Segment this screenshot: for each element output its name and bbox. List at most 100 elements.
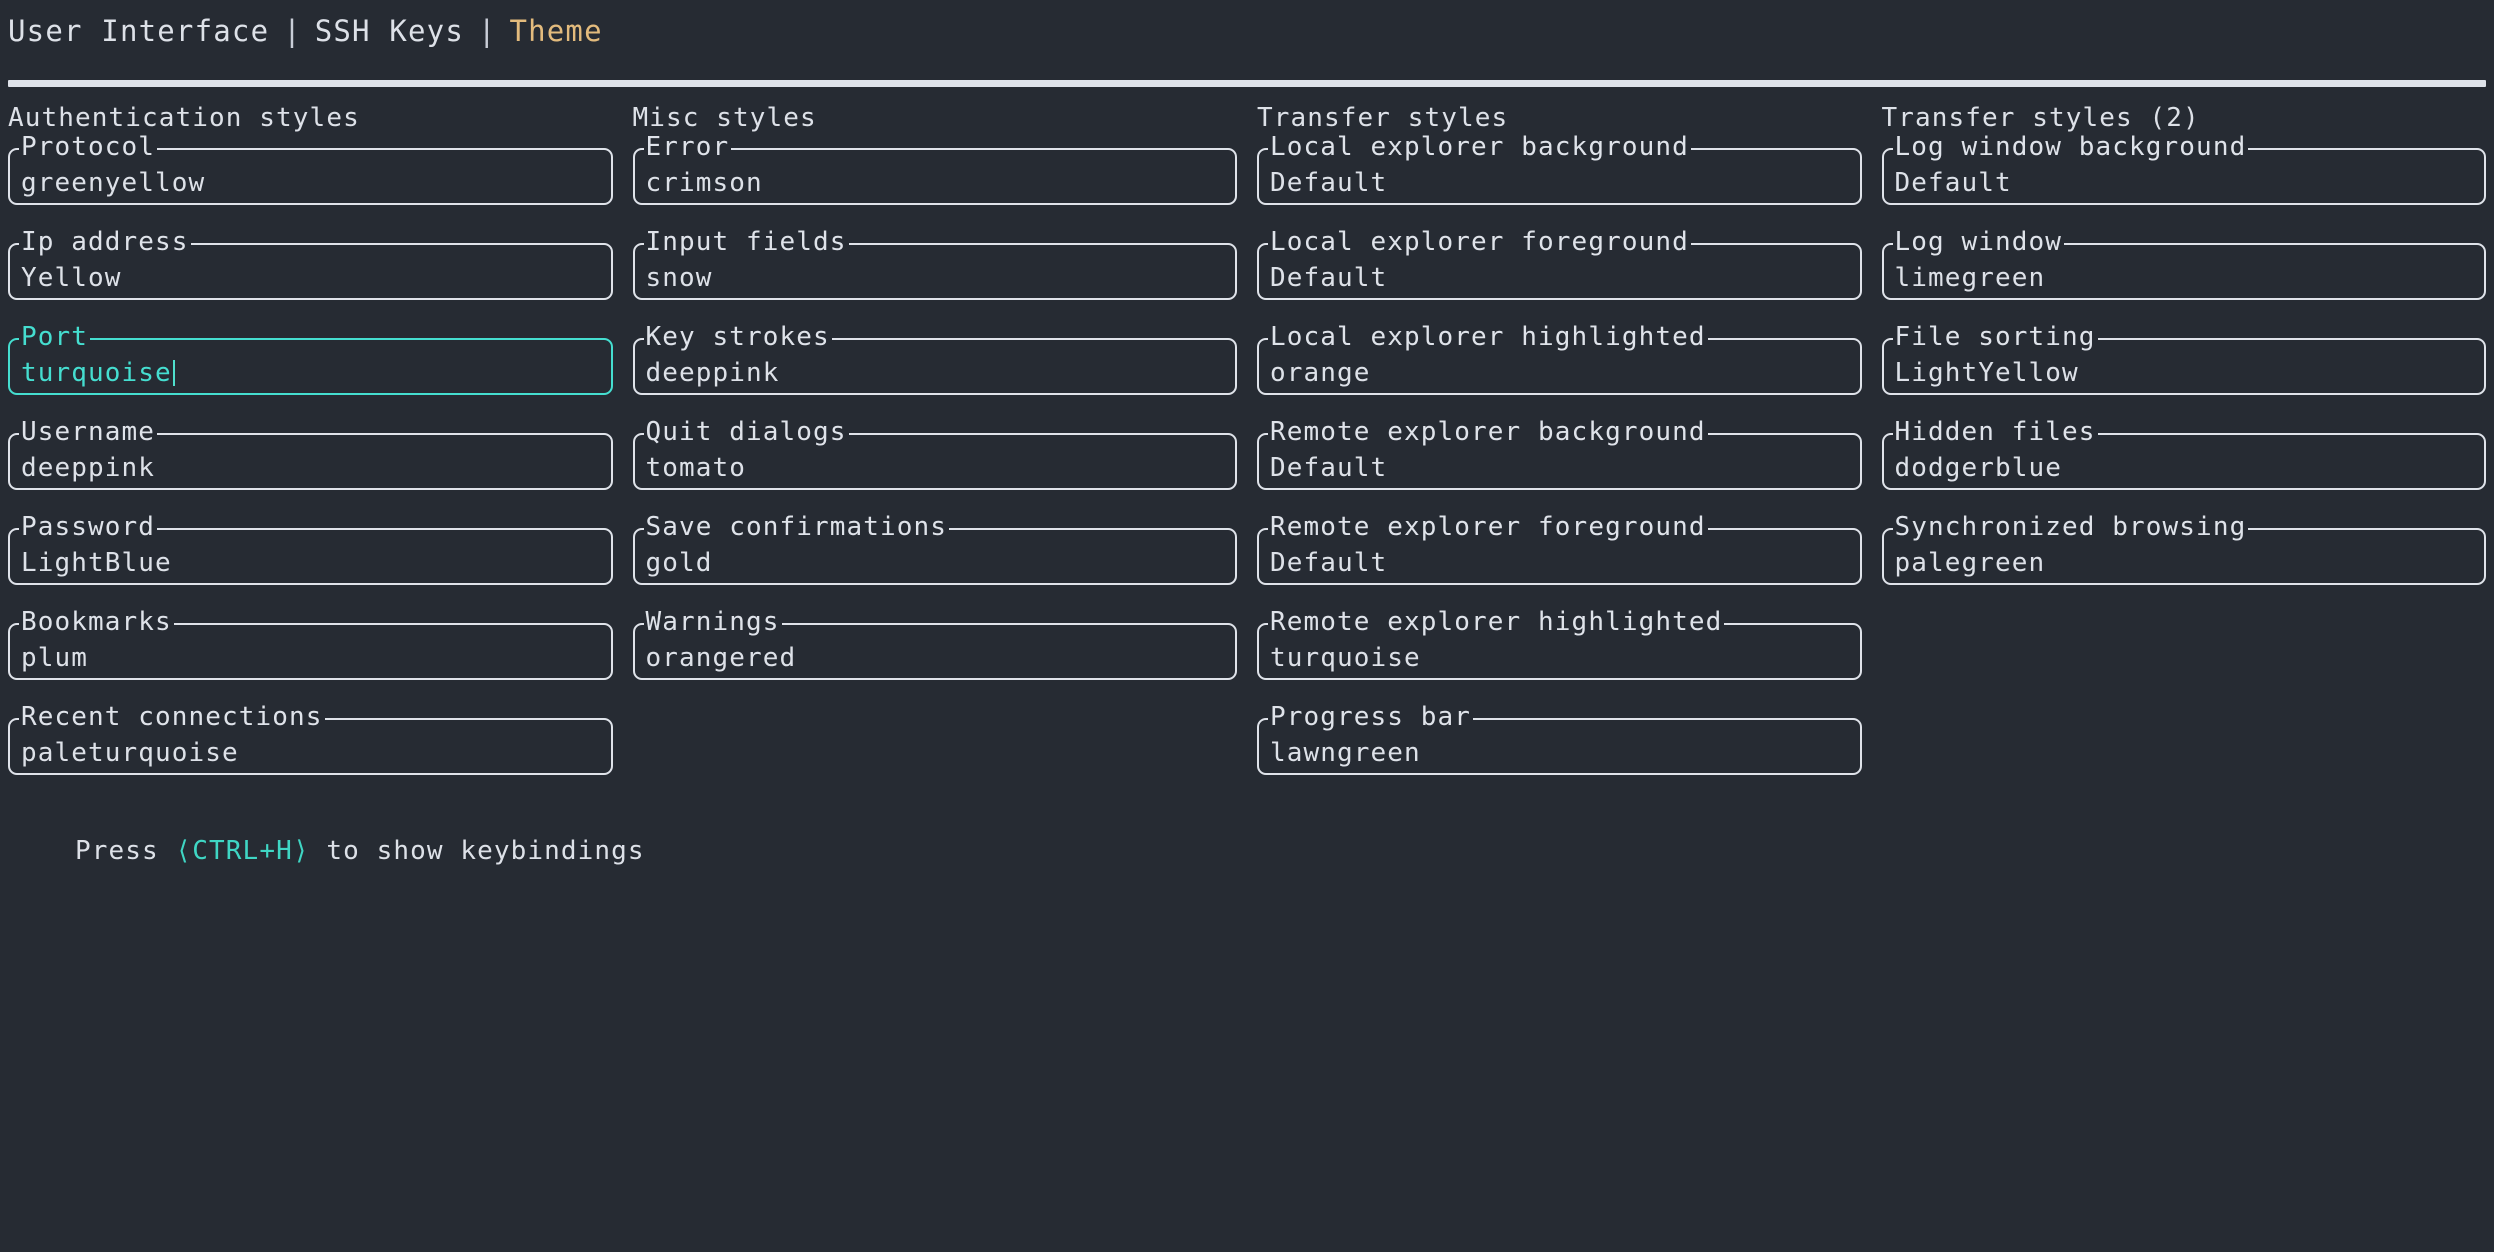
field-value[interactable]: orangered <box>646 643 797 673</box>
field-frame <box>632 623 1237 680</box>
field-value-text: Default <box>1270 453 1388 483</box>
field-value-text: turquoise <box>21 358 172 388</box>
field-value[interactable]: Default <box>1895 168 2012 198</box>
field-label: Log window background <box>1892 132 2249 162</box>
field-label: Remote explorer background <box>1268 417 1708 447</box>
field-quit-dialogs[interactable]: Quit dialogs tomato <box>632 417 1237 490</box>
field-label: Recent connections <box>19 702 325 732</box>
field-label: File sorting <box>1892 322 2098 352</box>
field-key-strokes[interactable]: Key strokes deeppink <box>632 322 1237 395</box>
field-frame <box>1881 433 2486 490</box>
field-warnings[interactable]: Warnings orangered <box>632 607 1237 680</box>
field-value[interactable]: limegreen <box>1895 263 2046 293</box>
field-value-text: palegreen <box>1894 548 2046 578</box>
field-value[interactable]: orange <box>1270 358 1371 388</box>
field-frame <box>8 623 613 680</box>
field-value[interactable]: dodgerblue <box>1895 453 2063 483</box>
field-value-text: Default <box>1270 263 1388 293</box>
theme-settings-screen: User Interface | SSH Keys | Theme Authentica… <box>0 14 2494 896</box>
field-value-text: deeppink <box>645 358 780 388</box>
field-label: Synchronized browsing <box>1892 512 2249 542</box>
field-frame <box>1881 338 2486 395</box>
field-value[interactable]: crimson <box>646 168 763 198</box>
field-value[interactable]: deeppink <box>21 453 155 483</box>
field-value-text: LightYellow <box>1894 358 2079 388</box>
field-input-fields[interactable]: Input fields snow <box>632 227 1237 300</box>
header-divider <box>8 80 2486 87</box>
field-remote-explorer-highlighted[interactable]: Remote explorer highlighted turquoise <box>1257 607 1862 680</box>
field-value[interactable]: lawngreen <box>1270 738 1421 768</box>
field-label: Key strokes <box>643 322 832 352</box>
field-label: Password <box>19 512 158 542</box>
field-value[interactable]: greenyellow <box>21 168 205 198</box>
field-label: Quit dialogs <box>643 417 849 447</box>
field-value-text: turquoise <box>1270 643 1421 673</box>
field-value-text: crimson <box>645 168 763 198</box>
field-value[interactable]: paleturquoise <box>21 738 239 768</box>
field-value[interactable]: Yellow <box>21 263 122 293</box>
text-caret <box>172 360 175 386</box>
field-value-text: LightBlue <box>21 548 172 578</box>
field-progress-bar[interactable]: Progress bar lawngreen <box>1257 702 1862 775</box>
field-value[interactable]: turquoise <box>21 358 175 388</box>
field-frame <box>8 528 613 585</box>
settings-column: Transfer styles (2)Log window background… <box>1881 101 2486 802</box>
field-synchronized-browsing[interactable]: Synchronized browsing palegreen <box>1881 512 2486 585</box>
field-value-text: lawngreen <box>1270 738 1421 768</box>
tab-separator: | <box>477 14 496 48</box>
field-value-text: gold <box>645 548 713 578</box>
field-frame <box>632 148 1237 205</box>
tab-ssh-keys[interactable]: SSH Keys <box>314 14 464 48</box>
field-value[interactable]: Default <box>1270 168 1387 198</box>
tab-user-interface[interactable]: User Interface <box>8 14 270 48</box>
tab-theme[interactable]: Theme <box>509 14 603 48</box>
field-value[interactable]: Default <box>1270 548 1387 578</box>
field-value[interactable]: gold <box>646 548 713 578</box>
field-label: Input fields <box>643 227 849 257</box>
field-label: Remote explorer highlighted <box>1268 607 1725 637</box>
field-value[interactable]: plum <box>21 643 88 673</box>
field-recent-connections[interactable]: Recent connections paleturquoise <box>8 702 613 775</box>
field-value[interactable]: turquoise <box>1270 643 1421 673</box>
field-value[interactable]: LightYellow <box>1895 358 2079 388</box>
field-value-text: snow <box>645 263 713 293</box>
field-label: Progress bar <box>1268 702 1474 732</box>
field-value[interactable]: deeppink <box>646 358 780 388</box>
field-frame <box>8 148 613 205</box>
field-value-text: deeppink <box>21 453 156 483</box>
tab-separator: | <box>283 14 301 48</box>
keybinding-hint: Press ⟨CTRL+H⟩ to show keybindings <box>0 806 2494 896</box>
field-label: Warnings <box>643 607 782 637</box>
field-value[interactable]: snow <box>646 263 713 293</box>
field-local-explorer-highlighted[interactable]: Local explorer highlighted orange <box>1257 322 1862 395</box>
field-frame <box>8 433 613 490</box>
field-value[interactable]: Default <box>1270 263 1387 293</box>
hint-suffix: to show keybindings <box>309 836 645 866</box>
field-label: Local explorer highlighted <box>1268 322 1708 352</box>
field-label: Remote explorer foreground <box>1268 512 1708 542</box>
field-value[interactable]: palegreen <box>1895 548 2046 578</box>
field-value[interactable]: tomato <box>646 453 747 483</box>
field-value[interactable]: LightBlue <box>21 548 172 578</box>
field-value[interactable]: Default <box>1270 453 1387 483</box>
